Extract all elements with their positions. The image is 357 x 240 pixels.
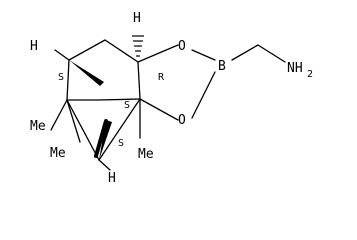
bond — [98, 98, 141, 161]
atom-o-bottom: O — [178, 113, 186, 128]
stereo-descriptor: S — [58, 72, 64, 83]
stereo-label-layer: S R S S — [58, 72, 165, 149]
atom-h-left: H — [30, 39, 38, 54]
atom-h-bottom: H — [108, 171, 116, 186]
bond — [98, 98, 141, 101]
atom-n-subscript: 2 — [307, 69, 313, 80]
bond — [68, 39, 106, 61]
bond — [104, 39, 139, 63]
atom-h-top: H — [133, 11, 141, 26]
stereo-descriptor: S — [124, 100, 130, 111]
bond — [257, 44, 286, 63]
methyl-label: Me — [50, 146, 66, 161]
bond — [98, 159, 111, 171]
bond — [137, 44, 179, 63]
bond-layer — [50, 39, 286, 171]
methyl-label: Me — [30, 119, 46, 134]
stereo-bond-layer — [69, 35, 144, 160]
methyl-label: Me — [138, 147, 154, 162]
bond — [231, 44, 259, 61]
stereo-descriptor: R — [158, 72, 165, 83]
atom-o-top: O — [178, 39, 186, 54]
atom-n: NH — [287, 61, 303, 76]
atom-b: B — [218, 59, 226, 74]
atom-label-layer: H O B NH 2 O H H Me Me Me — [30, 11, 313, 186]
wedge-bond — [99, 120, 112, 160]
bond — [66, 59, 70, 101]
wedge-bond — [69, 60, 104, 86]
bond — [50, 99, 68, 131]
bond — [66, 99, 100, 161]
bond — [66, 99, 81, 143]
bond — [137, 61, 141, 100]
bond — [139, 98, 179, 121]
bond — [54, 49, 70, 61]
bond — [191, 71, 216, 119]
structure-diagram: H O B NH 2 O H H Me Me Me S R S S — [30, 11, 313, 186]
bold-bond — [94, 119, 108, 158]
bond — [191, 49, 216, 61]
hashed-bond — [132, 35, 144, 57]
stereo-descriptor: S — [118, 138, 124, 149]
